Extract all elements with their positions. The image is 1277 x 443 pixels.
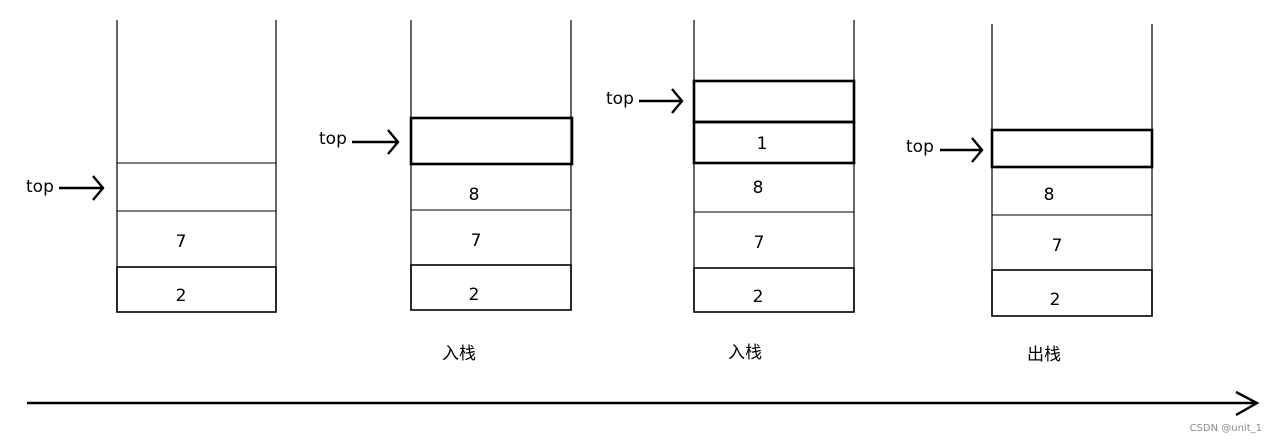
top-pointer-3: top	[606, 87, 684, 115]
operation-label: 入栈	[442, 344, 476, 364]
stack-1-cell-2	[116, 210, 277, 268]
top-pointer-4: top	[906, 136, 984, 164]
top-pointer-1: top	[26, 174, 105, 202]
top-label: top	[319, 129, 347, 149]
stack-2-cell-1	[410, 264, 572, 311]
stack-1-cell-1	[116, 266, 277, 313]
stack-3-cell-1	[693, 267, 855, 313]
stack-2-value: 7	[471, 231, 482, 251]
stack-3-empty-top-cell	[692, 79, 856, 124]
stack-2-cell-3	[410, 163, 572, 211]
stack-3-value: 2	[753, 287, 764, 307]
watermark-text: CSDN @unit_1	[1190, 423, 1262, 434]
stack-4-cell-1	[991, 269, 1153, 317]
stack-2-empty-top-cell	[409, 116, 574, 166]
operation-label: 入栈	[728, 343, 762, 363]
top-label: top	[606, 89, 634, 109]
stack-3-value: 7	[754, 233, 765, 253]
stack-3-cell-4	[692, 120, 856, 165]
timeline-arrow	[27, 390, 1260, 417]
stack-3-cell-3	[693, 162, 855, 213]
stack-1-value: 2	[176, 286, 187, 306]
stack-2-value: 2	[469, 285, 480, 305]
stack-3: 1 8 7 2 top 入栈	[606, 20, 856, 363]
stack-1-empty-top-cell	[116, 162, 277, 212]
stack-1: 7 2 top	[26, 20, 277, 313]
top-label: top	[906, 137, 934, 157]
stack-4: 8 7 2 top 出栈	[906, 24, 1154, 365]
stack-4-value: 8	[1044, 185, 1055, 205]
stack-2-value: 8	[469, 185, 480, 205]
stack-3-cell-2	[693, 211, 855, 269]
stack-4-empty-top-cell	[990, 128, 1154, 169]
stack-2: 8 7 2 top 入栈	[319, 20, 574, 364]
timeline-arrowhead	[1235, 390, 1260, 417]
stack-1-value: 7	[176, 232, 187, 252]
stack-2-cell-2	[410, 209, 572, 266]
top-label: top	[26, 177, 54, 197]
stack-3-value: 1	[757, 134, 768, 154]
top-pointer-2: top	[319, 128, 400, 156]
stack-3-value: 8	[753, 178, 764, 198]
stack-4-value: 2	[1050, 290, 1061, 310]
operation-label: 出栈	[1027, 345, 1061, 365]
stack-4-value: 7	[1052, 236, 1063, 256]
stack-4-cell-2	[991, 214, 1153, 271]
stack-4-cell-3	[991, 166, 1153, 216]
